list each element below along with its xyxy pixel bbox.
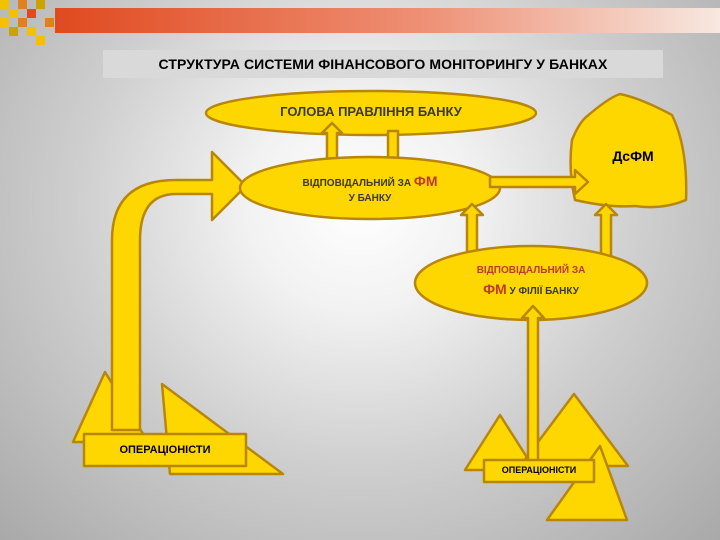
operators-left-box	[82, 432, 248, 468]
arrow-branch-to-bank-officer	[459, 202, 485, 254]
operators-right-label: ОПЕРАЦІОНІСТИ	[501, 465, 577, 475]
top-banner	[0, 0, 720, 45]
checker-decoration	[0, 0, 54, 45]
operators-right-box	[482, 458, 596, 484]
bank-officer-line2: У БАНКУ	[348, 193, 392, 204]
branch-officer-line1: ВІДПОВІДАЛЬНИЙ ЗА	[476, 265, 586, 276]
bank-officer-line1-prefix: ВІДПОВІДАЛЬНИЙ ЗА	[302, 178, 414, 189]
bank-officer-fm: ФМ	[413, 173, 438, 189]
arrow-bank-officer-to-head	[320, 121, 344, 162]
arrow-operators-to-branch-officer	[520, 304, 546, 464]
branch-officer-line2-suffix: У ФІЛІЇ БАНКУ	[506, 286, 579, 297]
head-of-board-ellipse	[204, 89, 538, 137]
branch-officer-fm: ФМ	[483, 281, 507, 297]
dsfm-shape	[569, 92, 688, 209]
head-of-board-label: ГОЛОВА ПРАВЛІННЯ БАНКУ	[280, 104, 462, 119]
bent-arrow-to-bank-officer	[110, 150, 248, 432]
operators-left-label: ОПЕРАЦІОНІСТИ	[119, 444, 211, 456]
branch-officer-label: ВІДПОВІДАЛЬНИЙ ЗА ФМ У ФІЛІЇ БАНКУ	[421, 262, 641, 301]
dsfm-label: ДсФМ	[612, 148, 654, 164]
bank-officer-label: ВІДПОВІДАЛЬНИЙ ЗА ФМ У БАНКУ	[250, 174, 490, 206]
slide-title: СТРУКТУРА СИСТЕМИ ФІНАНСОВОГО МОНІТОРИНГ…	[103, 50, 663, 78]
arrow-bank-officer-to-dsfm	[488, 168, 590, 196]
arrow-branch-to-dsfm	[593, 202, 619, 264]
